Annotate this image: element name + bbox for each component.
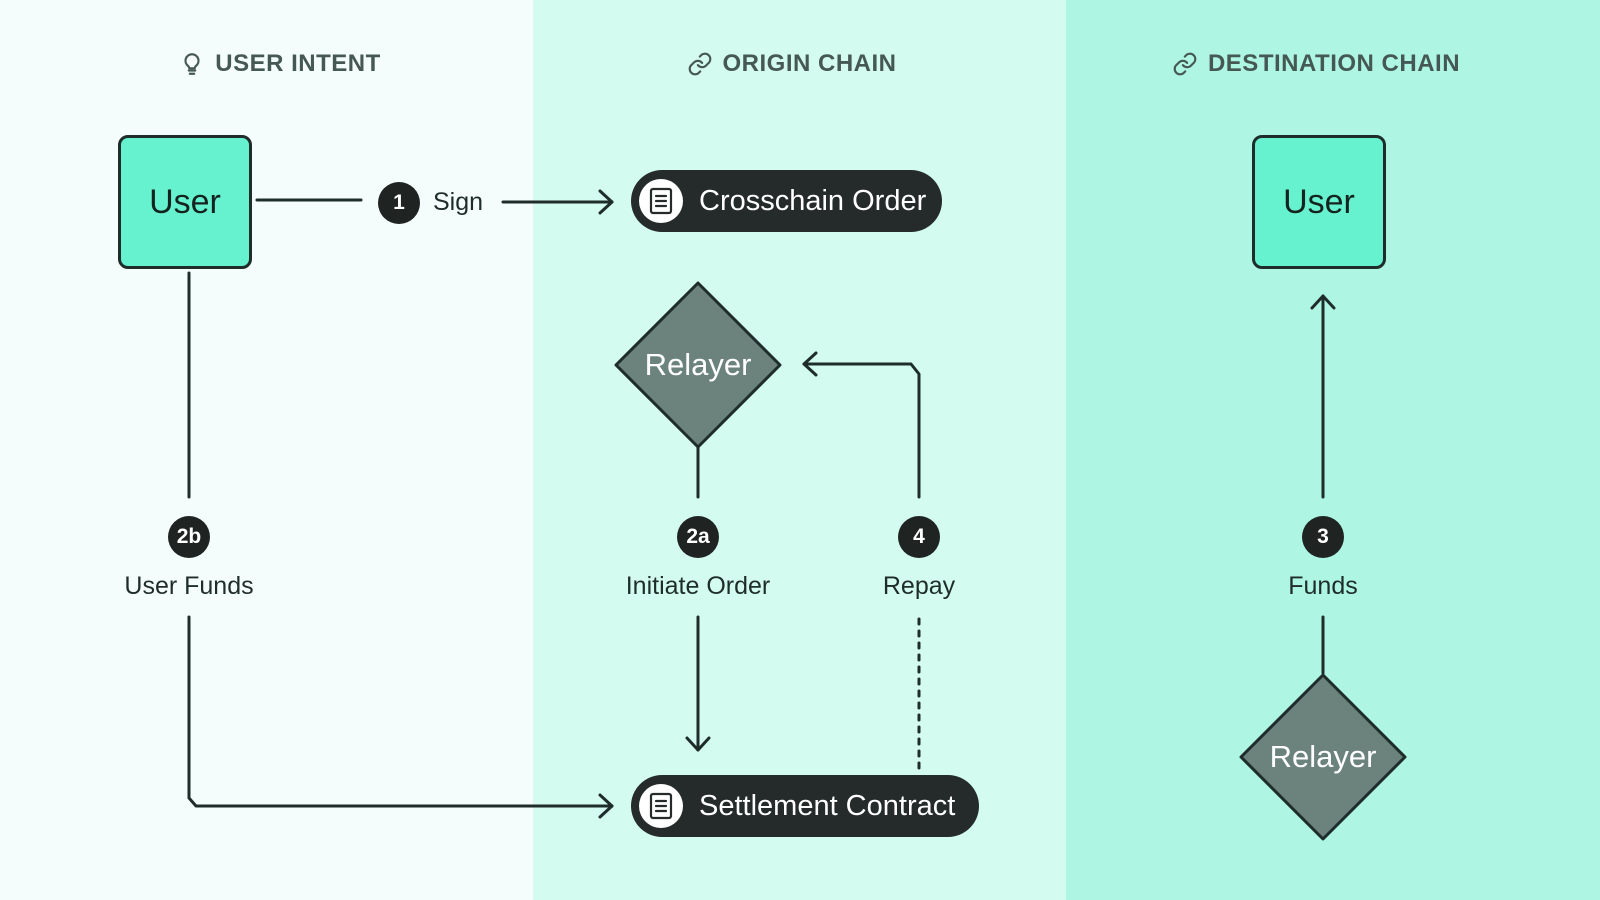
- initiate-arrowhead: [685, 736, 711, 752]
- document-icon: [639, 179, 683, 223]
- step-badge-3: 3: [1302, 516, 1344, 558]
- destination-chain-header: DESTINATION CHAIN: [1066, 46, 1566, 82]
- settlement-contract-node: Settlement Contract: [631, 775, 979, 837]
- settlement-contract-label: Settlement Contract: [699, 789, 956, 822]
- user-intent-title: USER INTENT: [215, 50, 381, 77]
- relayer-diamond-origin: Relayer: [613, 280, 783, 450]
- user-box-label: User: [1283, 182, 1355, 221]
- crosschain-order-label: Crosschain Order: [699, 184, 927, 217]
- crosschain-order-node: Crosschain Order: [631, 170, 942, 232]
- user-box-label: User: [149, 182, 221, 221]
- diamond-shape: [614, 281, 782, 449]
- origin-chain-panel: [533, 0, 1066, 900]
- step-label-funds: Funds: [1288, 572, 1358, 600]
- user-funds-arrowhead: [598, 793, 614, 819]
- step-badge-2b: 2b: [168, 516, 210, 558]
- link-icon: [1173, 52, 1197, 76]
- relayer-label: Relayer: [1269, 739, 1377, 774]
- repay-line-top: [802, 362, 921, 499]
- origin-chain-title: ORIGIN CHAIN: [722, 50, 897, 77]
- relayer-diamond-destination: Relayer: [1238, 672, 1408, 842]
- step-badge-4: 4: [898, 516, 940, 558]
- repay-arrowhead: [802, 351, 818, 377]
- origin-chain-header: ORIGIN CHAIN: [533, 46, 1050, 82]
- step-label-initiate-order: Initiate Order: [625, 572, 771, 600]
- diamond-shape: [1239, 673, 1407, 841]
- funds-arrowhead: [1310, 294, 1336, 310]
- step-label-sign: Sign: [433, 188, 484, 216]
- user-intent-header: USER INTENT: [0, 46, 560, 82]
- user-box-origin: User: [118, 135, 252, 269]
- user-funds-line-bottom: [187, 615, 614, 808]
- relayer-label: Relayer: [644, 347, 752, 382]
- user-intent-panel: [0, 0, 533, 900]
- step-badge-2a: 2a: [677, 516, 719, 558]
- step-badge-1: 1: [378, 182, 420, 224]
- step-label-repay: Repay: [882, 572, 956, 600]
- user-box-destination: User: [1252, 135, 1386, 269]
- destination-chain-title: DESTINATION CHAIN: [1207, 50, 1461, 77]
- lightbulb-icon: [184, 53, 200, 75]
- step-label-user-funds: User Funds: [124, 572, 254, 600]
- sign-arrowhead: [598, 189, 614, 215]
- document-icon: [639, 784, 683, 828]
- link-icon: [688, 52, 711, 76]
